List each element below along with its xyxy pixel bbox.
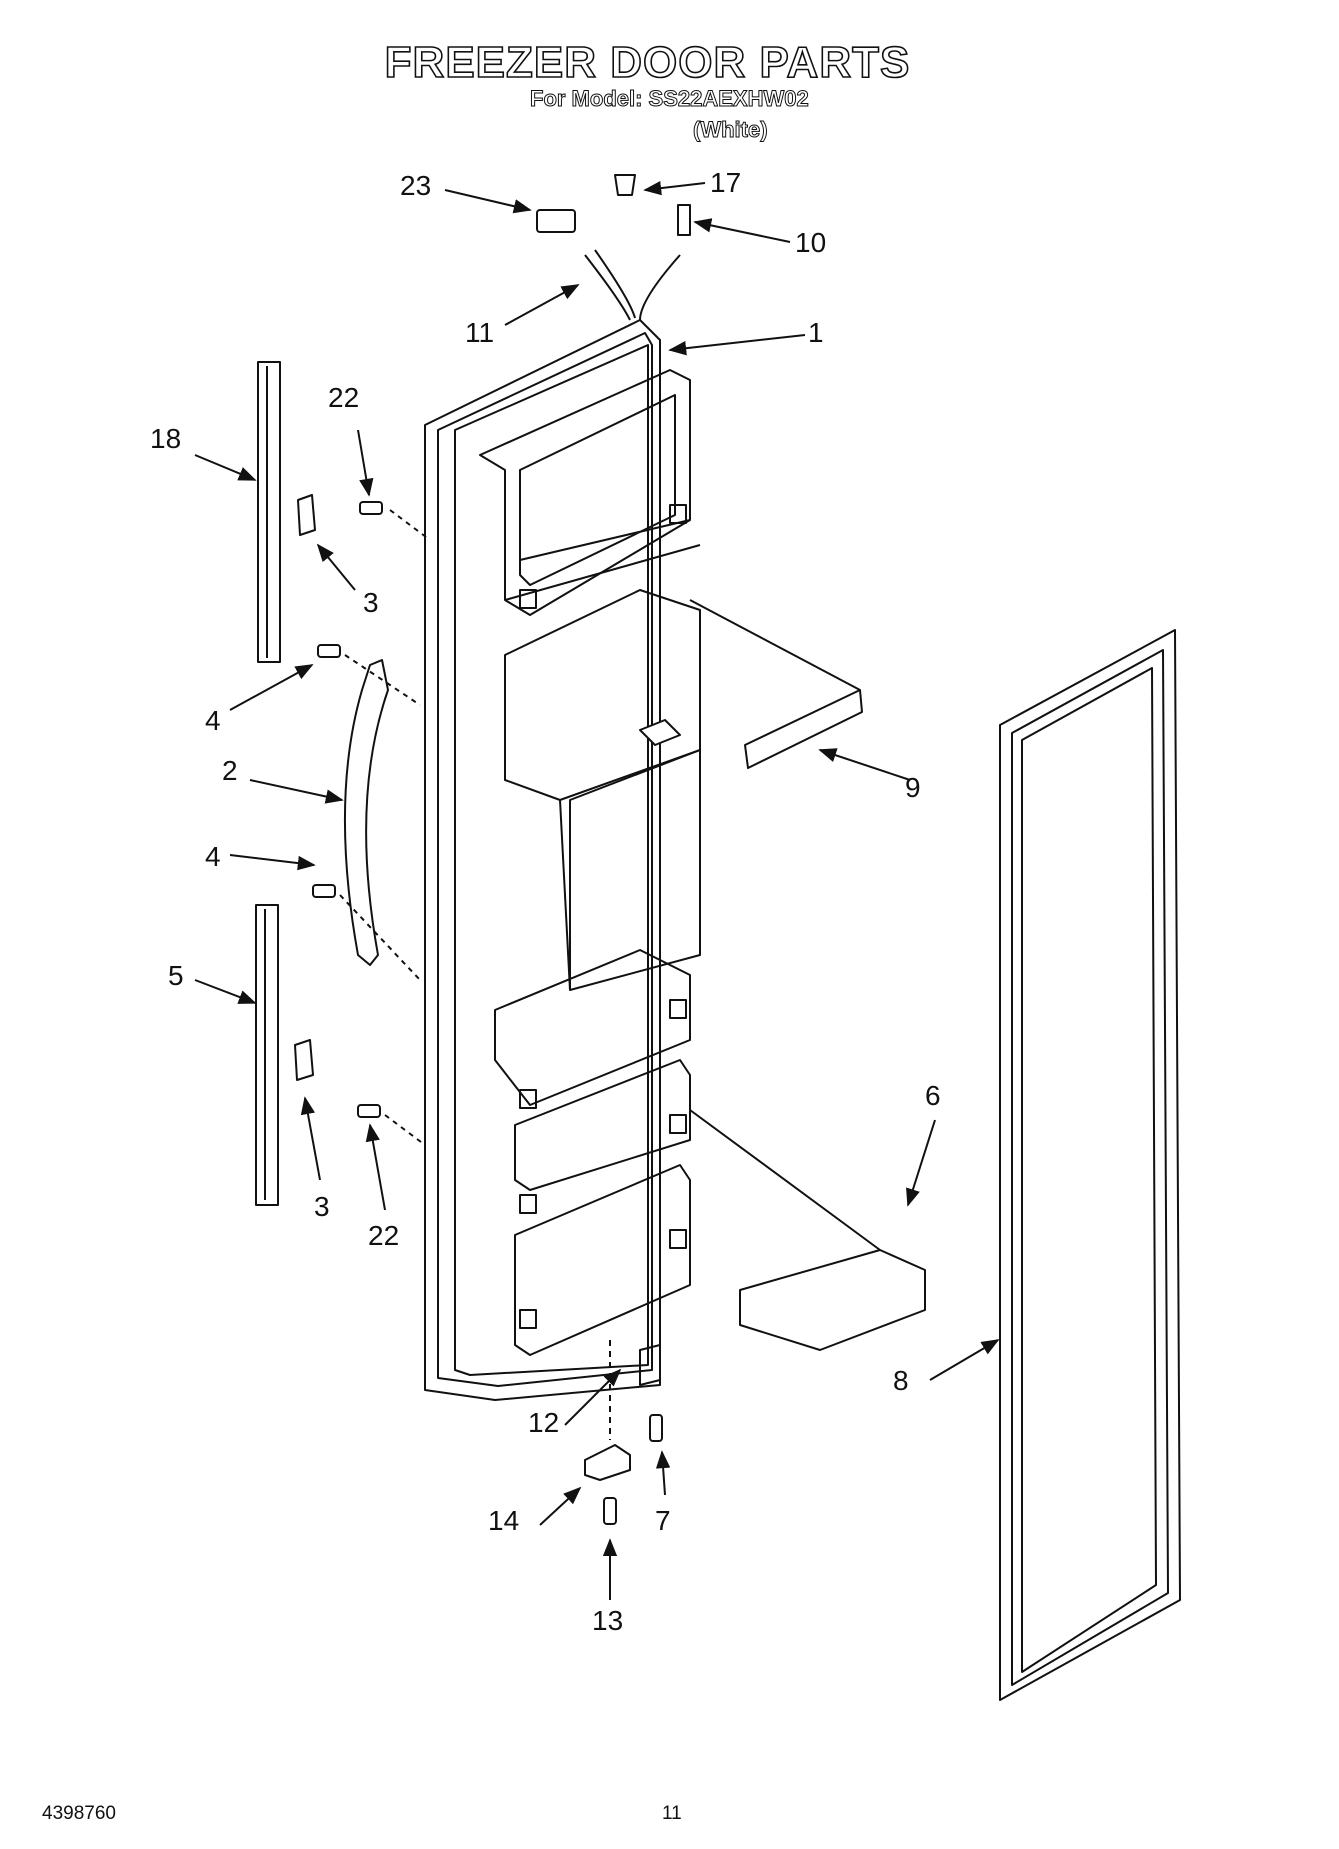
callout-17: 17 [710,167,741,198]
screw-7 [649,1414,663,1442]
trim-clip-lower [294,1039,314,1081]
callout-4-lower: 4 [205,841,221,872]
dispenser-bar [744,689,863,769]
screw-13 [603,1497,617,1525]
callout-7: 7 [655,1505,671,1536]
callout-6: 6 [925,1080,941,1111]
plug-cap [614,174,636,196]
callout-12: 12 [528,1407,559,1438]
callout-14: 14 [488,1505,519,1536]
screw-10 [677,204,691,236]
screw-4-upper [317,644,421,706]
callout-10: 10 [795,227,826,258]
callout-5: 5 [168,960,184,991]
screw-22-upper [359,501,431,541]
door-handle [343,659,389,966]
callout-2: 2 [222,755,238,786]
callout-22-upper: 22 [328,382,359,413]
screw-4-lower [312,884,421,981]
callout-8: 8 [893,1365,909,1396]
callout-3-lower: 3 [314,1191,330,1222]
color-line: (White) [693,117,769,143]
page-title: FREEZER DOOR PARTS [384,37,911,88]
door-shelf-bin [739,1249,926,1351]
hinge-pin-bracket [639,1344,661,1386]
callout-4-upper: 4 [205,705,221,736]
document-number: 4398760 [42,1803,116,1824]
door-gasket [999,629,1181,1701]
callout-1: 1 [808,317,824,348]
trim-strip-lower [255,904,279,1206]
door-panel [424,319,701,1401]
callout-9: 9 [905,772,921,803]
model-line: For Model: SS22AEXHW02 [530,86,810,112]
callout-11: 11 [465,317,494,348]
callout-18: 18 [150,423,181,454]
callout-23: 23 [400,170,431,201]
callout-13: 13 [592,1605,623,1636]
trim-clip-upper [297,494,316,536]
trim-strip-upper [257,361,281,663]
page-number: 11 [662,1803,682,1824]
callout-22-lower: 22 [368,1220,399,1251]
callout-3-upper: 3 [363,587,379,618]
wire-harness [584,249,681,321]
screw-22-lower [357,1104,426,1146]
bottom-hinge [584,1444,631,1481]
door-switch [536,209,576,233]
